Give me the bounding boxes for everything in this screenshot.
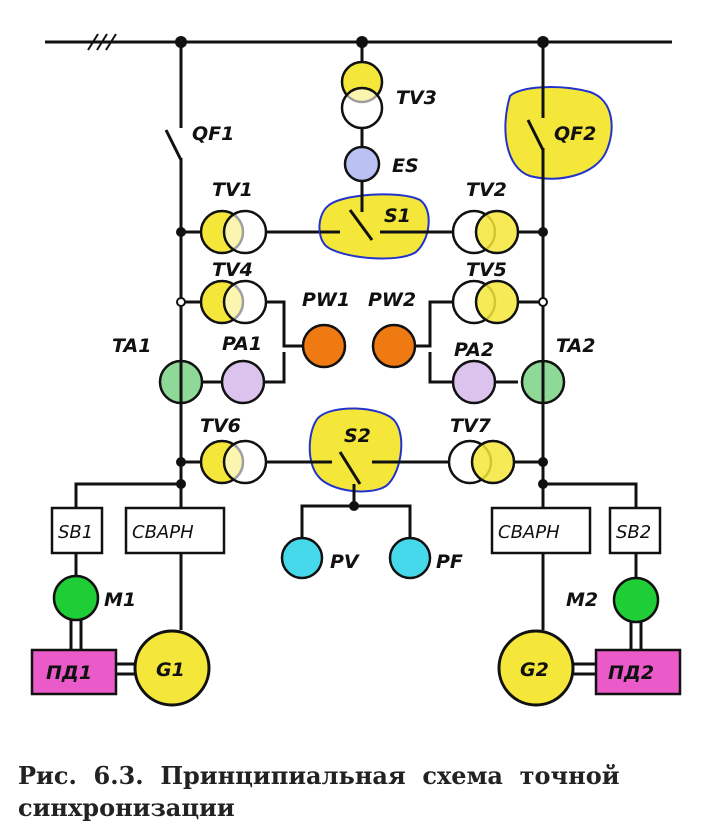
pa2-label: PA2 [454, 339, 494, 361]
pw2-label: PW2 [368, 289, 416, 311]
g1-generator [133, 629, 211, 707]
junction-dot [176, 479, 186, 489]
tv2-label: TV2 [466, 179, 507, 201]
qf1-contact [164, 129, 183, 161]
es-synchronoscope [343, 145, 381, 183]
bus-hatch [87, 33, 99, 51]
sb1-box [50, 506, 104, 555]
tv6-winding-right [222, 439, 268, 485]
pd1-label: ПД1 [46, 662, 92, 684]
s2-blade [338, 451, 362, 485]
ta2-label: TA2 [556, 335, 595, 357]
junction-dot [175, 36, 187, 48]
caption-line-1: Рис. 6.3. Принципиальная схема точной [18, 761, 620, 790]
tv4-pw1-wire [266, 300, 302, 348]
s1-label: S1 [384, 205, 411, 227]
ta1-label: TA1 [112, 335, 151, 357]
tv5-pw2-wire [414, 300, 452, 348]
tv3-winding-lower [340, 86, 384, 130]
pa1-ammeter [220, 359, 266, 405]
pd2-prime-mover [594, 648, 682, 696]
pa1-label: PA1 [222, 333, 262, 355]
s2-label: S2 [344, 425, 371, 447]
pa2-pw2-wire [428, 352, 452, 384]
pa1-pw1-wire [264, 352, 286, 384]
m1-label: M1 [104, 589, 136, 611]
pf-frequency-meter [388, 536, 432, 580]
junction-dot [538, 227, 548, 237]
bus-hatch [105, 33, 117, 51]
es-label: ES [392, 155, 419, 177]
synchronization-schematic: TV3 ES QF1 QF2 S1 TV1 TV2 TV4 TV5 PW1 PW… [30, 33, 682, 707]
tv4-winding-right [222, 279, 268, 325]
bus-hatch [96, 33, 108, 51]
tv5-label: TV5 [466, 259, 507, 281]
pa2-ammeter [451, 359, 497, 405]
svarn2-label: CBAPH [498, 522, 560, 543]
tv4-label: TV4 [212, 259, 253, 281]
junction-dot [176, 227, 186, 237]
junction-dot [538, 457, 548, 467]
caption-line-2: синхронизации [18, 793, 235, 822]
pv-voltmeter [280, 536, 324, 580]
s1-blade [348, 209, 374, 241]
qf1-label: QF1 [192, 123, 234, 145]
m1-motor [52, 574, 100, 622]
junction-dot [176, 457, 186, 467]
svarn1-label: CBAPH [132, 522, 194, 543]
m2-label: M2 [566, 589, 598, 611]
figure-caption: Рис. 6.3. Принципиальная схема точной си… [18, 760, 678, 824]
g1-label: G1 [156, 659, 185, 681]
tv2-winding-right [474, 209, 520, 255]
sb2-branch [543, 482, 638, 508]
tv5-winding-right [474, 279, 520, 325]
junction-dot [356, 36, 368, 48]
tv6-label: TV6 [200, 415, 241, 437]
svarn2-box [490, 506, 592, 555]
tv7-label: TV7 [450, 415, 492, 437]
pw2-wattmeter [371, 323, 417, 369]
s1-highlight [318, 193, 430, 260]
tv7-winding-right [470, 439, 516, 485]
qf2-label: QF2 [554, 123, 596, 145]
qf2-highlight [504, 86, 613, 180]
pv-label: PV [330, 551, 360, 573]
tv1-label: TV1 [212, 179, 253, 201]
pf-label: PF [436, 551, 463, 573]
pd2-label: ПД2 [608, 662, 654, 684]
svarn1-box [124, 506, 226, 555]
pw1-wattmeter [301, 323, 347, 369]
sb1-label: SB1 [58, 522, 93, 543]
junction-dot [537, 36, 549, 48]
sb2-label: SB2 [616, 522, 651, 543]
sb2-box [608, 506, 662, 555]
junction-open [176, 297, 186, 307]
tv1-winding-right [222, 209, 268, 255]
g2-generator [497, 629, 575, 707]
m2-motor [612, 576, 660, 624]
sb1-branch [74, 482, 181, 508]
qf2-contact [526, 119, 545, 151]
junction-dot [538, 479, 548, 489]
pd1-prime-mover [30, 648, 118, 696]
tv3-label: TV3 [396, 87, 437, 109]
g2-label: G2 [520, 659, 549, 681]
junction-open [538, 297, 548, 307]
pw1-label: PW1 [302, 289, 350, 311]
